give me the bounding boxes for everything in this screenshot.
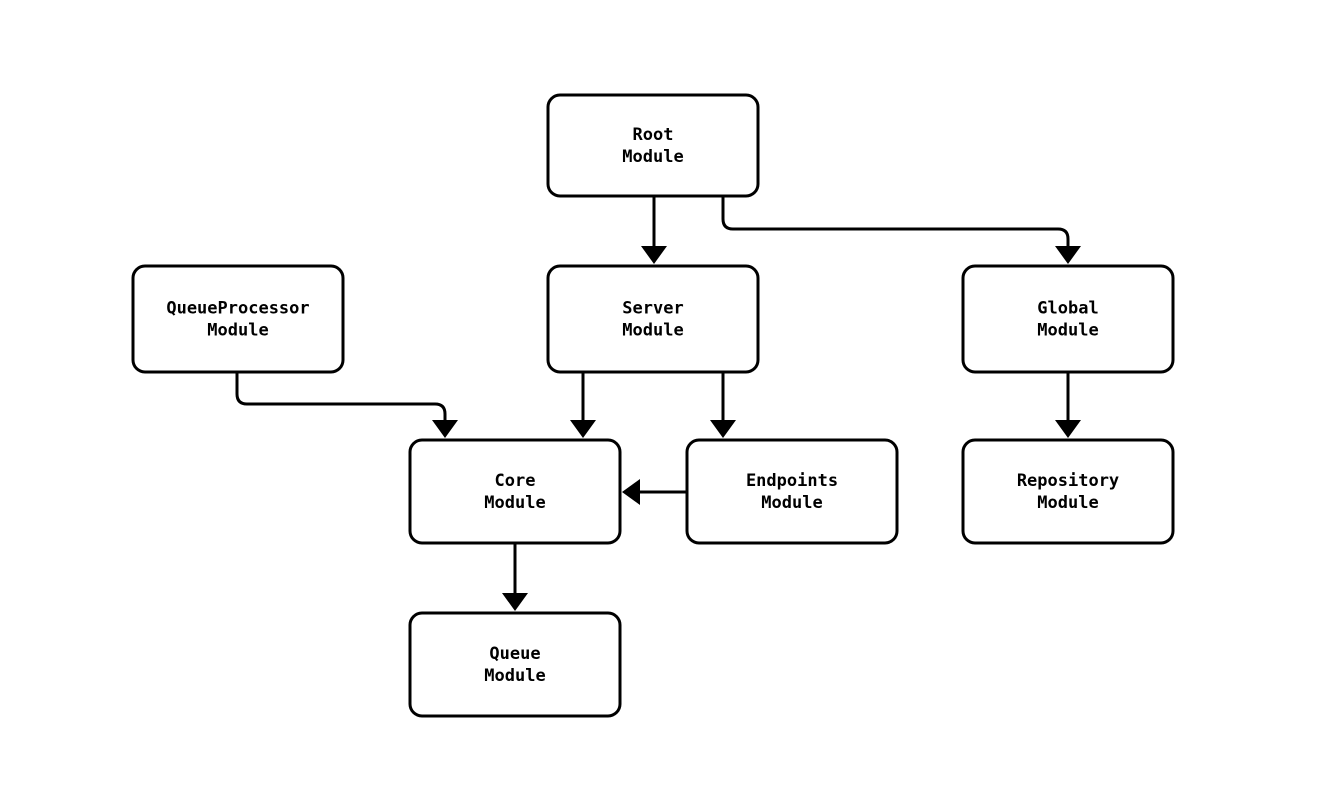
edge-root-to-global-arrowhead: [1055, 246, 1081, 264]
global-module-box[interactable]: [961, 264, 1175, 374]
edge-global-to-repository: [1055, 372, 1081, 438]
edge-root-to-server: [641, 196, 667, 264]
edge-endpoints-to-core-arrowhead: [622, 479, 640, 505]
edge-core-to-queue-arrowhead: [502, 593, 528, 611]
edge-global-to-repository-arrowhead: [1055, 420, 1081, 438]
edge-server-to-core: [570, 372, 596, 438]
core-module-box[interactable]: [408, 438, 622, 545]
edge-queueprocessor-to-core-line: [235, 372, 447, 426]
edge-server-to-core-arrowhead: [570, 420, 596, 438]
queue-module-box[interactable]: [408, 611, 622, 718]
edge-root-to-server-arrowhead: [641, 246, 667, 264]
edge-server-to-endpoints: [710, 372, 736, 438]
edge-root-to-global: [721, 196, 1081, 264]
edge-root-to-global-line: [721, 196, 1070, 252]
root-module-box[interactable]: [546, 93, 760, 198]
edge-server-to-endpoints-arrowhead: [710, 420, 736, 438]
edge-layer: [235, 196, 1081, 611]
edge-queueprocessor-to-core: [235, 372, 458, 438]
server-module-box[interactable]: [546, 264, 760, 374]
queueprocessor-module-box[interactable]: [131, 264, 345, 374]
endpoints-module-box[interactable]: [685, 438, 899, 545]
edge-queueprocessor-to-core-arrowhead: [432, 420, 458, 438]
repository-module-box[interactable]: [961, 438, 1175, 545]
edge-core-to-queue: [502, 543, 528, 611]
edge-endpoints-to-core: [622, 479, 687, 505]
